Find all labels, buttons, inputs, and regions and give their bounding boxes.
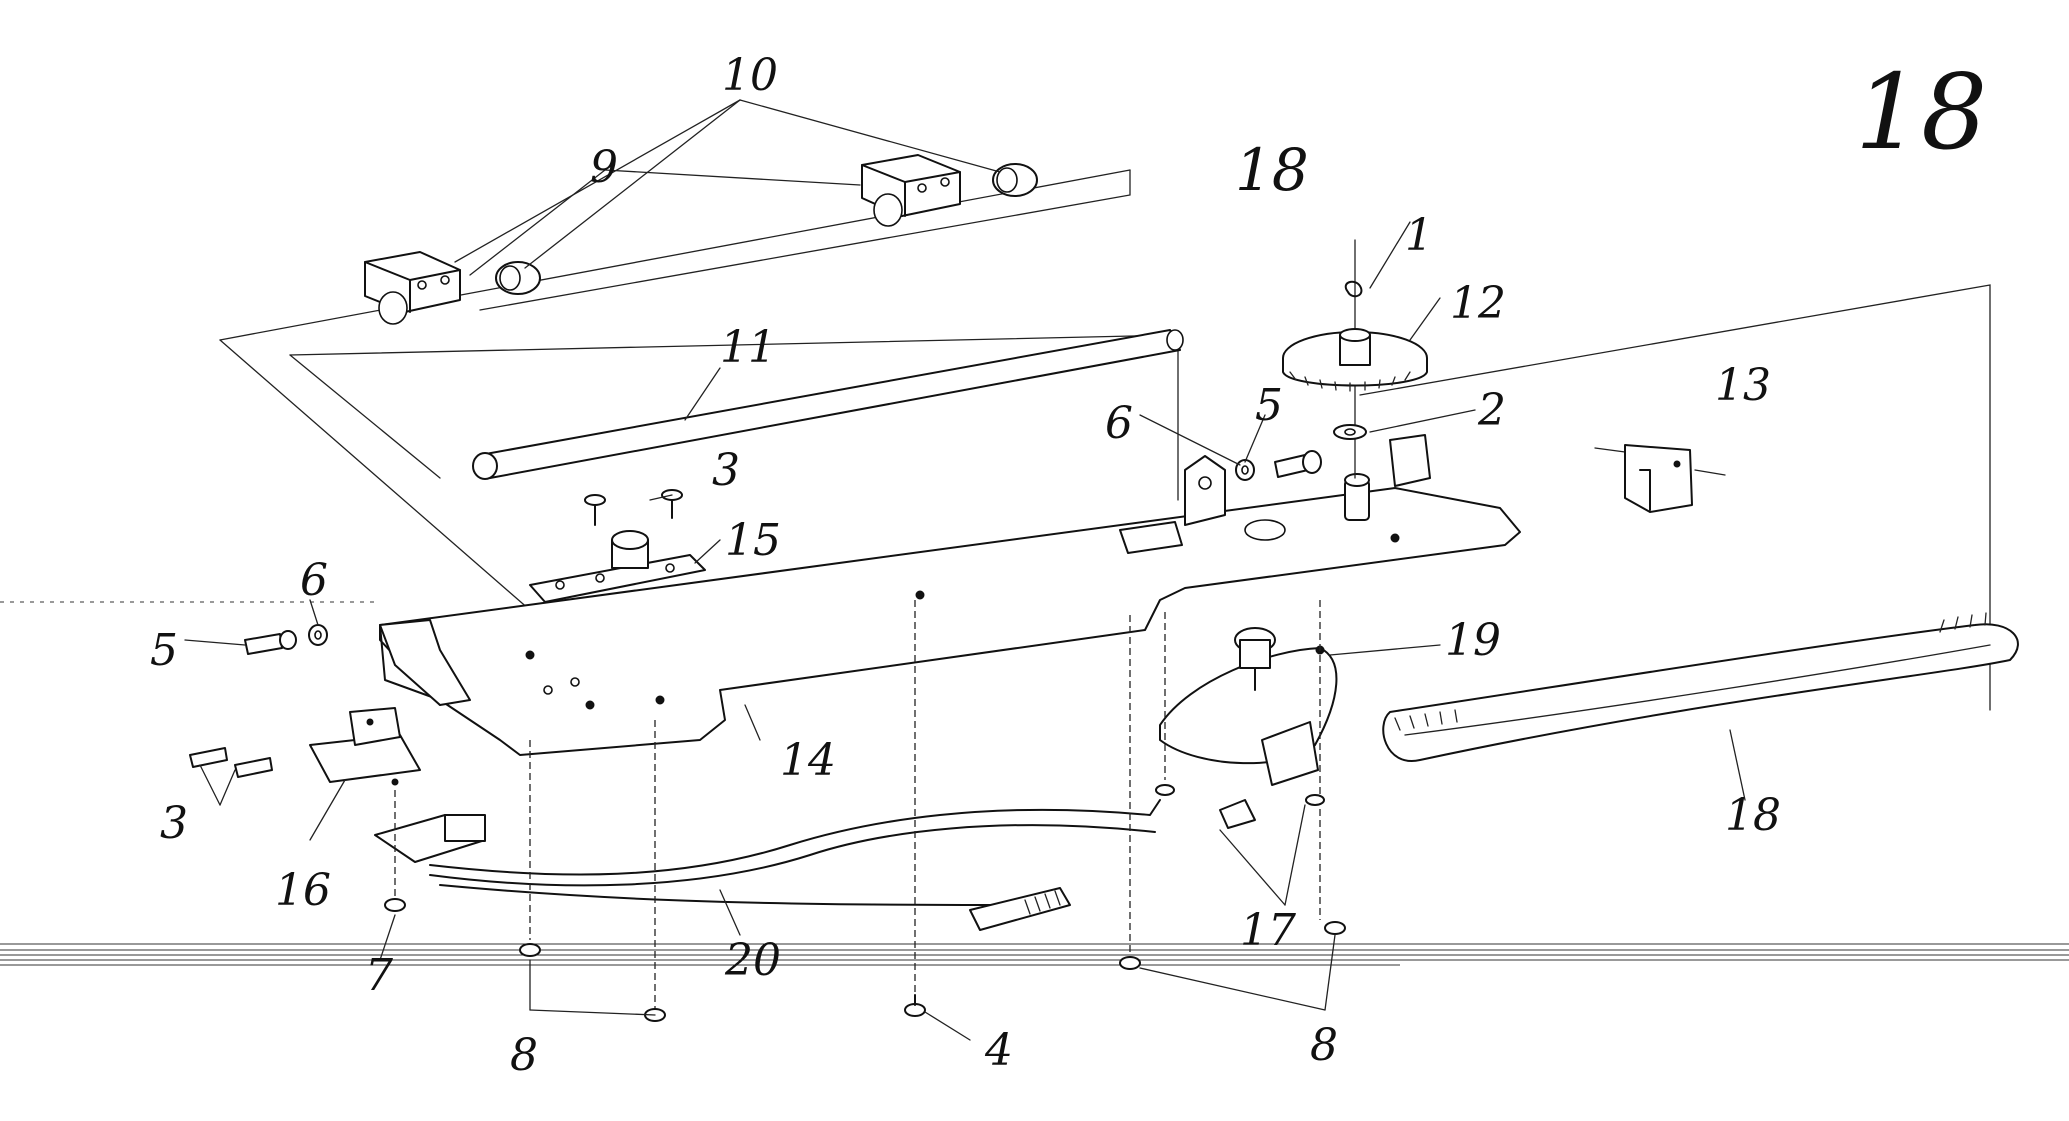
- label-3-left: 3: [160, 798, 188, 849]
- washer-2: [1333, 424, 1367, 440]
- label-10: 10: [722, 50, 778, 101]
- timing-belt-18: [1359, 284, 2019, 762]
- screws-3-left: [189, 747, 273, 778]
- label-6-right: 6: [1105, 398, 1133, 449]
- clip-13: [1594, 444, 1726, 513]
- washer-6-left: [308, 624, 328, 646]
- label-3-top: 3: [712, 445, 740, 496]
- label-5-left: 5: [150, 625, 178, 676]
- label-15: 15: [725, 515, 781, 566]
- washer-6-right: [1235, 459, 1255, 481]
- flat-cable-20: [374, 799, 1256, 931]
- motor-bracket-19: [1159, 627, 1338, 786]
- label-12: 12: [1450, 278, 1506, 329]
- label-9: 9: [590, 142, 618, 193]
- label-18: 18: [1725, 790, 1781, 841]
- projection-lines: [394, 600, 1321, 1010]
- label-1: 1: [1405, 210, 1433, 261]
- leader-lines: [184, 99, 1746, 1041]
- label-6-left: 6: [300, 555, 328, 606]
- handwritten-figure-number: 18: [1235, 136, 1309, 204]
- label-13: 13: [1715, 360, 1771, 411]
- label-5-right: 5: [1255, 380, 1283, 431]
- label-8-left: 8: [510, 1030, 538, 1081]
- bushing-10-left: [495, 261, 541, 295]
- clip-1: [1344, 280, 1363, 298]
- label-8-right: 8: [1310, 1020, 1338, 1071]
- scan-artifact-lines: [0, 601, 2069, 966]
- label-19: 19: [1445, 615, 1501, 666]
- screws-8: [519, 921, 1346, 1022]
- screws-17: [1155, 784, 1325, 806]
- screw-7: [384, 898, 406, 912]
- gear-12: [1282, 328, 1428, 392]
- label-16: 16: [275, 865, 331, 916]
- label-17: 17: [1240, 905, 1296, 956]
- label-7: 7: [365, 950, 393, 1001]
- label-2: 2: [1477, 385, 1506, 436]
- label-14: 14: [780, 735, 836, 786]
- bushing-10-right: [992, 163, 1038, 197]
- shaft-11: [472, 329, 1184, 480]
- screw-5-right: [1274, 450, 1322, 478]
- label-4: 4: [984, 1025, 1013, 1076]
- label-11: 11: [720, 322, 776, 373]
- pulley-plate-15: [529, 530, 706, 603]
- bracket-9-right: [861, 154, 961, 227]
- screw-4: [904, 994, 926, 1017]
- bracket-9-left: [364, 251, 461, 325]
- label-20: 20: [724, 935, 781, 986]
- bracket-16: [309, 707, 421, 786]
- chassis-plate-14: [379, 434, 1521, 756]
- screw-5-left: [244, 630, 297, 655]
- screws-3-top: [584, 489, 683, 526]
- figure-number: 18: [1855, 51, 1987, 173]
